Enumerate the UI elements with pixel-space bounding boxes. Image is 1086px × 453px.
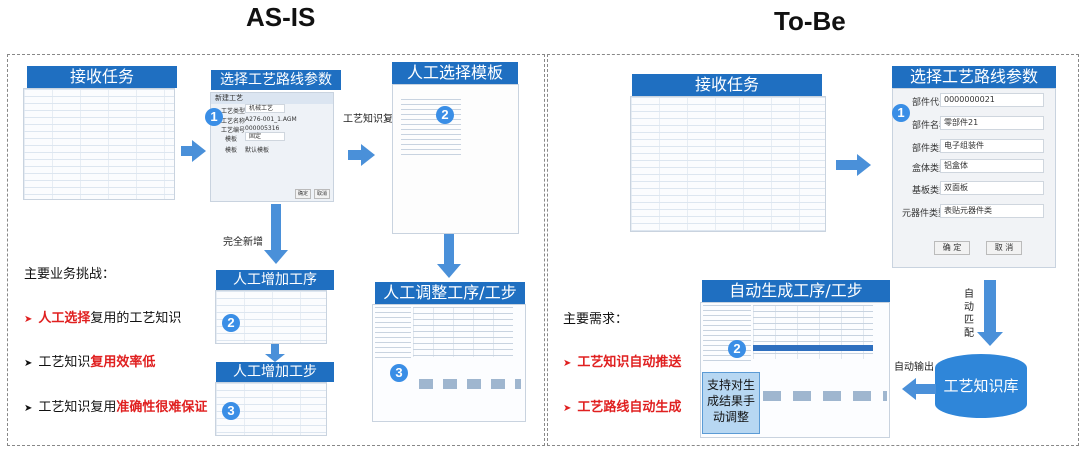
box-type-label: 盒体类型: [912, 164, 952, 174]
reuse-label: 工艺知识复用 [343, 114, 403, 125]
step-2-badge-right: 2 [728, 340, 746, 358]
arrow-right-icon [192, 140, 206, 162]
arrow-bar [348, 150, 362, 160]
arrow-bar [444, 234, 454, 264]
ok-button[interactable]: 确 定 [934, 241, 970, 255]
arrow-bar [271, 204, 281, 250]
challenges-title: 主要业务挑战： [24, 267, 116, 282]
field-value[interactable]: 固定 [245, 132, 285, 141]
challenge-text: 工艺知识复用 [38, 400, 117, 415]
part-name-label: 部件名称: [912, 121, 952, 131]
arrow-right-icon [857, 154, 871, 176]
step-3-badge-b: 3 [222, 402, 240, 420]
auto-output-label: 自动输出 [894, 362, 934, 373]
manual-template-header: 人工选择模板 [392, 62, 518, 84]
left-receive-task-header: 接收任务 [27, 66, 177, 88]
left-params-dialog: 新建工艺 工艺类型 机械工艺 工艺名称 A276-001_1.AGM 工艺编号 … [210, 92, 334, 202]
board-type-label: 基板类型: [912, 186, 952, 196]
ok-button[interactable]: 确定 [295, 189, 311, 199]
needs-title: 主要需求： [563, 312, 629, 327]
arrow-bar [181, 146, 193, 156]
to-be-title: To-Be [774, 6, 846, 36]
arrow-right-icon [361, 144, 375, 166]
arrow-down-icon [264, 250, 288, 264]
auto-gen-header: 自动生成工序/工步 [702, 280, 890, 302]
right-select-params-header: 选择工艺路线参数 [892, 66, 1056, 88]
field-label: 工艺类型 [221, 108, 246, 115]
component-type-select[interactable]: 表贴元器件类 [940, 204, 1044, 218]
field-label: 模板 [225, 147, 238, 154]
new-label: 完全新增 [223, 237, 263, 248]
arrow-bar [984, 280, 996, 332]
field-label: 工艺名称 [221, 118, 246, 125]
arrow-bar [836, 160, 858, 170]
need-text: 工艺知识自动推送 [577, 355, 682, 370]
challenge-text: 复用的工艺知识 [90, 311, 182, 326]
left-task-list-screenshot [23, 88, 175, 200]
cancel-button[interactable]: 取 消 [986, 241, 1022, 255]
template-tree-screenshot [392, 84, 519, 234]
dialog-title: 新建工艺 [211, 93, 333, 104]
cancel-button[interactable]: 取消 [314, 189, 330, 199]
field-label: 模板 [225, 136, 238, 143]
auto-match-label: 自动匹配 [964, 289, 974, 339]
field-value[interactable]: 机械工艺 [245, 104, 285, 113]
field-label: 工艺编号 [221, 127, 246, 134]
part-code-field[interactable]: 0000000021 [940, 93, 1044, 107]
need-text: 工艺路线自动生成 [577, 400, 682, 415]
arrow-down-icon [265, 354, 285, 362]
adjust-header: 人工调整工序/工步 [375, 282, 525, 304]
arrow-bar [916, 384, 936, 394]
manual-adjust-note: 支持对生成结果手动调整 [702, 372, 760, 434]
part-code-label: 部件代号: [912, 98, 952, 108]
arrow-down-icon [977, 332, 1003, 346]
board-type-select[interactable]: 双面板 [940, 181, 1044, 195]
adjust-screenshot [372, 304, 526, 422]
arrow-bar [271, 344, 279, 354]
right-task-list-screenshot [630, 96, 826, 232]
part-type-field[interactable]: 电子组装件 [940, 139, 1044, 153]
challenge-item-3: ➤工艺知识复用准确性很难保证 [24, 400, 208, 415]
challenge-highlight: 人工选择 [38, 311, 91, 326]
field-value: 000005316 [245, 125, 280, 132]
left-select-params-header: 选择工艺路线参数 [211, 70, 341, 90]
add-step-header: 人工增加工步 [216, 362, 334, 382]
as-is-title: AS-IS [246, 2, 316, 32]
component-type-label: 元器件类型: [902, 209, 951, 219]
challenge-item-2: ➤工艺知识复用效率低 [24, 355, 156, 370]
add-process-header: 人工增加工序 [216, 270, 334, 290]
arrow-down-icon [437, 264, 461, 278]
box-type-select[interactable]: 铝盒体 [940, 159, 1044, 173]
step-2-badge-b: 2 [222, 314, 240, 332]
right-params-form [892, 88, 1056, 268]
part-type-label: 部件类型: [912, 144, 952, 154]
step-2-badge: 2 [436, 106, 454, 124]
need-item-2: ➤工艺路线自动生成 [563, 400, 682, 415]
need-item-1: ➤工艺知识自动推送 [563, 355, 682, 370]
knowledge-base-icon: 工艺知识库 [935, 354, 1027, 418]
challenge-item-1: ➤人工选择复用的工艺知识 [24, 311, 182, 326]
field-value: 默认模板 [245, 147, 270, 154]
part-name-field[interactable]: 零部件21 [940, 116, 1044, 130]
right-receive-task-header: 接收任务 [632, 74, 822, 96]
arrow-left-icon [902, 378, 916, 400]
challenge-text: 工艺知识 [38, 355, 91, 370]
step-1-badge-right: 1 [892, 104, 910, 122]
step-3-badge: 3 [390, 364, 408, 382]
field-value: A276-001_1.AGM [245, 116, 297, 123]
challenge-highlight: 准确性很难保证 [116, 400, 208, 415]
step-1-badge: 1 [205, 108, 223, 126]
challenge-highlight: 复用效率低 [90, 355, 156, 370]
